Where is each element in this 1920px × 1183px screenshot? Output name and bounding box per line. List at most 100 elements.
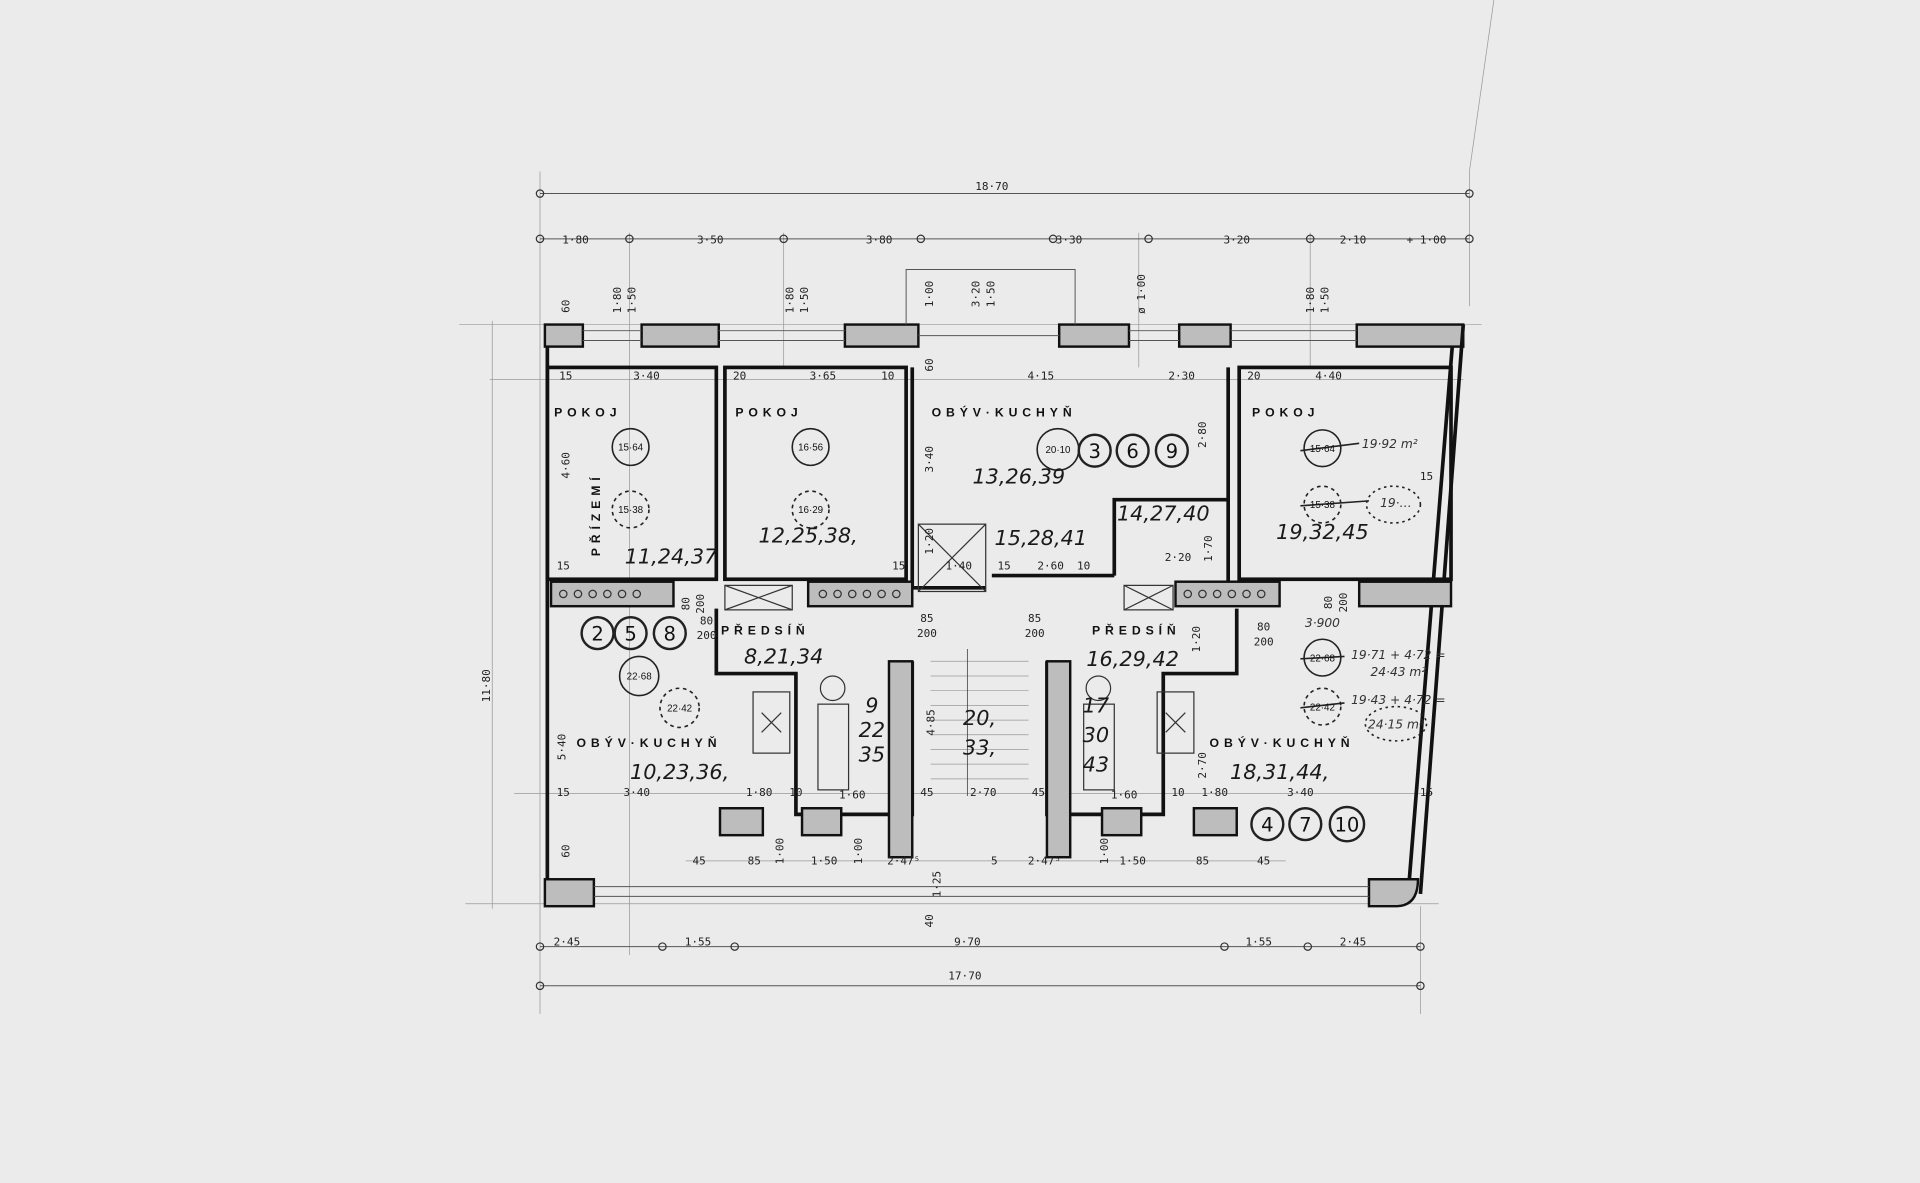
dimension-label: 45 [693, 855, 706, 868]
dimension-label: 1·20 [1190, 626, 1203, 653]
dimension-label: 1·80 [562, 234, 589, 247]
dimension-label: 10 [789, 786, 802, 799]
dimension-label: 85 [1028, 612, 1041, 625]
dimension-label: 15 [892, 559, 905, 572]
dimension-label: 85 [1196, 855, 1209, 868]
dimension-label: 45 [1032, 786, 1045, 799]
dimension-label: 10 [1171, 786, 1184, 799]
area-note: 19·92 m² [1362, 437, 1418, 451]
dimension-label: 15 [559, 370, 572, 383]
handwritten-number: 18,31,44, [1230, 760, 1329, 784]
dimension-label: 3·30 [1056, 234, 1083, 247]
unit-number: 4 [1261, 814, 1273, 837]
area-note: 24·15 m² [1368, 718, 1424, 732]
dimension-label: 2·45 [1340, 935, 1367, 948]
area-note: 19·71 + 4·72 = [1351, 648, 1445, 662]
unit-number: 7 [1299, 814, 1311, 837]
area-note: 19·43 + 4·72 = [1351, 693, 1445, 707]
handwritten-number: 12,25,38, [759, 524, 858, 548]
dimension-label: 2·60 [1037, 559, 1064, 572]
handwritten-number: 33, [963, 735, 996, 759]
dimension-label: 1·55 [685, 935, 712, 948]
dimension-label: 2·70 [970, 786, 997, 799]
dimension-label: 1·00 [923, 281, 936, 308]
dimension-label: 17·70 [948, 970, 981, 983]
room-name: OBÝV·KUCHYŇ [932, 404, 1077, 419]
dimension-label: 1·25 [930, 871, 943, 898]
dimension-label: 1·50 [984, 281, 997, 308]
dimension-label: 15 [557, 786, 570, 799]
dimension-label: 1·50 [811, 855, 838, 868]
dimension-label: 200 [917, 627, 937, 640]
dimension-label: 1·50 [798, 287, 811, 314]
dimension-label: 1·50 [626, 287, 639, 314]
dimension-label: 10 [1077, 559, 1090, 572]
area-note: 24·43 m² [1370, 665, 1426, 679]
dimension-label: 5 [991, 855, 998, 868]
dimension-label: 1·20 [923, 528, 936, 555]
dimension-label: 60 [559, 300, 572, 313]
handwritten-number: 13,26,39 [972, 465, 1065, 489]
room-name: OBÝV·KUCHYŇ [1210, 735, 1355, 750]
room-name: OBÝV·KUCHYŇ [576, 735, 721, 750]
dimension-lines [535, 189, 1474, 991]
floor-area: 20·10 [1045, 445, 1071, 456]
dimension-label: 1·80 [783, 287, 796, 314]
dimension-label: 3·50 [697, 234, 724, 247]
unit-number: 2 [591, 622, 603, 645]
dimension-label: 3·40 [623, 786, 650, 799]
floor-area: 22·68 [1310, 653, 1336, 664]
handwritten-number: 17 [1083, 694, 1110, 718]
dimension-label: 1·80 [1304, 287, 1317, 314]
unit-number: 5 [624, 622, 636, 645]
handwritten-number: 10,23,36, [630, 760, 729, 784]
dimension-label: 1·40 [946, 559, 973, 572]
dimension-label: 2·70 [1196, 752, 1209, 779]
dimension-label: 200 [1254, 635, 1274, 648]
dimension-label: 1·00 [1098, 838, 1111, 865]
floor-area: 16·56 [798, 443, 824, 454]
dimension-label: 60 [559, 844, 572, 857]
room-name: PŘÍZEMÍ [588, 472, 603, 556]
handwritten-number: 11,24,37 [625, 544, 718, 568]
floor-area: 15·38 [1310, 500, 1336, 511]
unit-number: 10 [1334, 814, 1359, 837]
dimension-label: 3·40 [923, 446, 936, 473]
dimension-label: 80 [1322, 596, 1335, 609]
room-name: PŘEDSÍŇ [1092, 622, 1181, 637]
dimension-label: 2·47⁵ [1028, 855, 1061, 868]
handwritten-number: 19,32,45 [1276, 520, 1369, 544]
handwritten-number: 20, [963, 706, 996, 730]
dimension-label: 10 [881, 370, 894, 383]
floor-area: 22·42 [1310, 702, 1335, 713]
dimension-label: 20 [733, 370, 746, 383]
floor-area: 16·29 [798, 505, 823, 516]
dimension-label: 200 [1337, 593, 1350, 613]
area-note: 3·900 [1305, 616, 1340, 630]
dimension-label: 200 [697, 629, 717, 642]
dimension-label: 80 [1257, 621, 1270, 634]
handwritten-number: 22 [859, 718, 885, 742]
dimension-label: ø 1·00 [1135, 274, 1148, 314]
dimension-label: 4·40 [1315, 370, 1342, 383]
dimension-label: 2·20 [1165, 551, 1192, 564]
dimension-label: 1·00 [852, 838, 865, 865]
floor-area: 15·64 [618, 443, 644, 454]
unit-number: 3 [1088, 440, 1100, 463]
dimension-label: 2·10 [1340, 234, 1367, 247]
dimension-label: 200 [1025, 627, 1045, 640]
dimension-label: 1·55 [1246, 935, 1273, 948]
floor-area: 15·38 [618, 505, 644, 516]
dimension-label: 1·80 [746, 786, 773, 799]
dimension-label: 15 [557, 559, 570, 572]
dimension-label: 60 [923, 358, 936, 371]
room-name: PŘEDSÍŇ [721, 622, 810, 637]
dimension-label: 2·30 [1168, 370, 1195, 383]
dimension-label: 40 [923, 914, 936, 927]
dimension-label: 2·80 [1196, 421, 1209, 448]
dimension-label: 3·65 [810, 370, 837, 383]
walls [543, 268, 1466, 908]
handwritten-number: 15,28,41 [995, 526, 1088, 550]
dimension-label: 15 [1420, 786, 1433, 799]
